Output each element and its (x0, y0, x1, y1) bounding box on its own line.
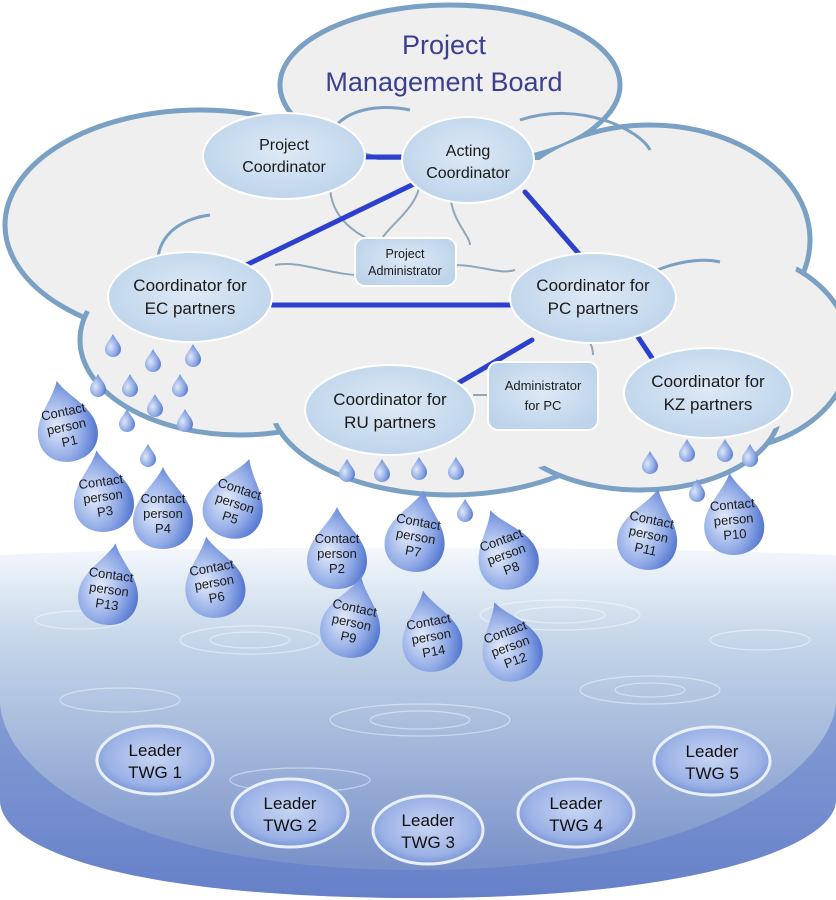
contact-person-label: P7 (404, 542, 422, 560)
contact-person-label: P3 (96, 503, 114, 520)
contact-person-label: Contact (78, 471, 125, 492)
node-coordinator-kz: Coordinator for KZ partners (623, 347, 793, 439)
contact-person-label: Contact (88, 564, 135, 585)
svg-text:Administrator: Administrator (368, 264, 442, 278)
svg-text:TWG 5: TWG 5 (685, 764, 739, 783)
contact-persons: ContactpersonP1ContactpersonP3Contactper… (27, 374, 767, 690)
svg-text:Coordinator: Coordinator (426, 165, 510, 182)
svg-text:Leader: Leader (264, 794, 317, 813)
contact-person-label: P10 (723, 526, 747, 543)
leader-twg-5: Leader TWG 5 (652, 725, 772, 797)
contact-person-label: P5 (220, 508, 240, 527)
board-title-line1: Project (402, 30, 487, 60)
node-project-coordinator: Project Coordinator (202, 112, 366, 200)
link-acting-ec (237, 179, 421, 271)
contact-person-label: person (88, 579, 129, 599)
node-project-administrator: Project Administrator (354, 237, 457, 287)
svg-text:Coordinator: Coordinator (242, 159, 326, 176)
leader-twg-3: Leader TWG 3 (371, 794, 485, 866)
svg-text:TWG 3: TWG 3 (401, 833, 455, 852)
svg-text:TWG 4: TWG 4 (549, 816, 603, 835)
svg-text:Leader: Leader (686, 742, 739, 761)
node-coordinator-ec: Coordinator for EC partners (107, 251, 273, 343)
svg-text:for PC: for PC (525, 398, 562, 413)
contact-person-label: P9 (339, 628, 358, 646)
svg-text:Coordinator for: Coordinator for (651, 372, 765, 391)
svg-text:EC partners: EC partners (145, 299, 236, 318)
strong-links (237, 154, 655, 388)
contact-person-label: P2 (329, 561, 345, 576)
contact-person-label: Contact (709, 495, 755, 514)
contact-person-label: person (713, 510, 754, 528)
contact-person-label: P6 (208, 588, 226, 606)
svg-text:Project: Project (386, 247, 425, 261)
contact-person-label: person (395, 526, 437, 548)
svg-text:Coordinator for: Coordinator for (133, 276, 247, 295)
board-title: Project Management Board (325, 30, 562, 97)
leader-twg-1: Leader TWG 1 (95, 724, 215, 796)
node-acting-coordinator: Acting Coordinator (401, 116, 535, 204)
svg-text:RU partners: RU partners (344, 413, 436, 432)
contact-person-label: P12 (502, 649, 529, 671)
svg-text:Coordinator for: Coordinator for (536, 276, 650, 295)
contact-person-label: person (410, 626, 452, 648)
node-administrator-pc: Administrator for PC (487, 361, 599, 431)
link-acting-pc (522, 189, 583, 258)
contact-person-label: person (317, 546, 357, 561)
svg-text:Leader: Leader (129, 741, 182, 760)
svg-text:Leader: Leader (402, 811, 455, 830)
contact-person-label: P14 (421, 642, 446, 661)
contact-person-label: person (143, 506, 183, 521)
board-title-line2: Management Board (325, 67, 562, 97)
svg-text:Project: Project (259, 137, 309, 154)
contact-person-label: P8 (501, 558, 521, 578)
svg-text:Leader: Leader (550, 794, 603, 813)
svg-text:Administrator: Administrator (505, 378, 582, 393)
svg-text:KZ partners: KZ partners (664, 395, 753, 414)
contact-person-label: Contact (141, 491, 186, 506)
svg-text:Coordinator for: Coordinator for (333, 390, 447, 409)
contact-person-label: person (82, 486, 123, 506)
contact-person-label: P11 (633, 539, 658, 558)
contact-person-label: P4 (155, 521, 171, 536)
svg-text:TWG 2: TWG 2 (263, 816, 317, 835)
contact-person-label: P13 (95, 595, 120, 613)
svg-text:Acting: Acting (446, 143, 490, 160)
svg-text:TWG 1: TWG 1 (128, 763, 182, 782)
contact-person-label: P1 (60, 432, 79, 450)
svg-text:PC partners: PC partners (548, 299, 639, 318)
leader-twg-4: Leader TWG 4 (516, 777, 636, 849)
contact-person-label: person (193, 572, 235, 594)
node-coordinator-ru: Coordinator for RU partners (304, 364, 476, 456)
node-coordinator-pc: Coordinator for PC partners (509, 252, 677, 344)
contact-person-label: Contact (315, 531, 360, 546)
leader-twg-2: Leader TWG 2 (230, 777, 350, 849)
